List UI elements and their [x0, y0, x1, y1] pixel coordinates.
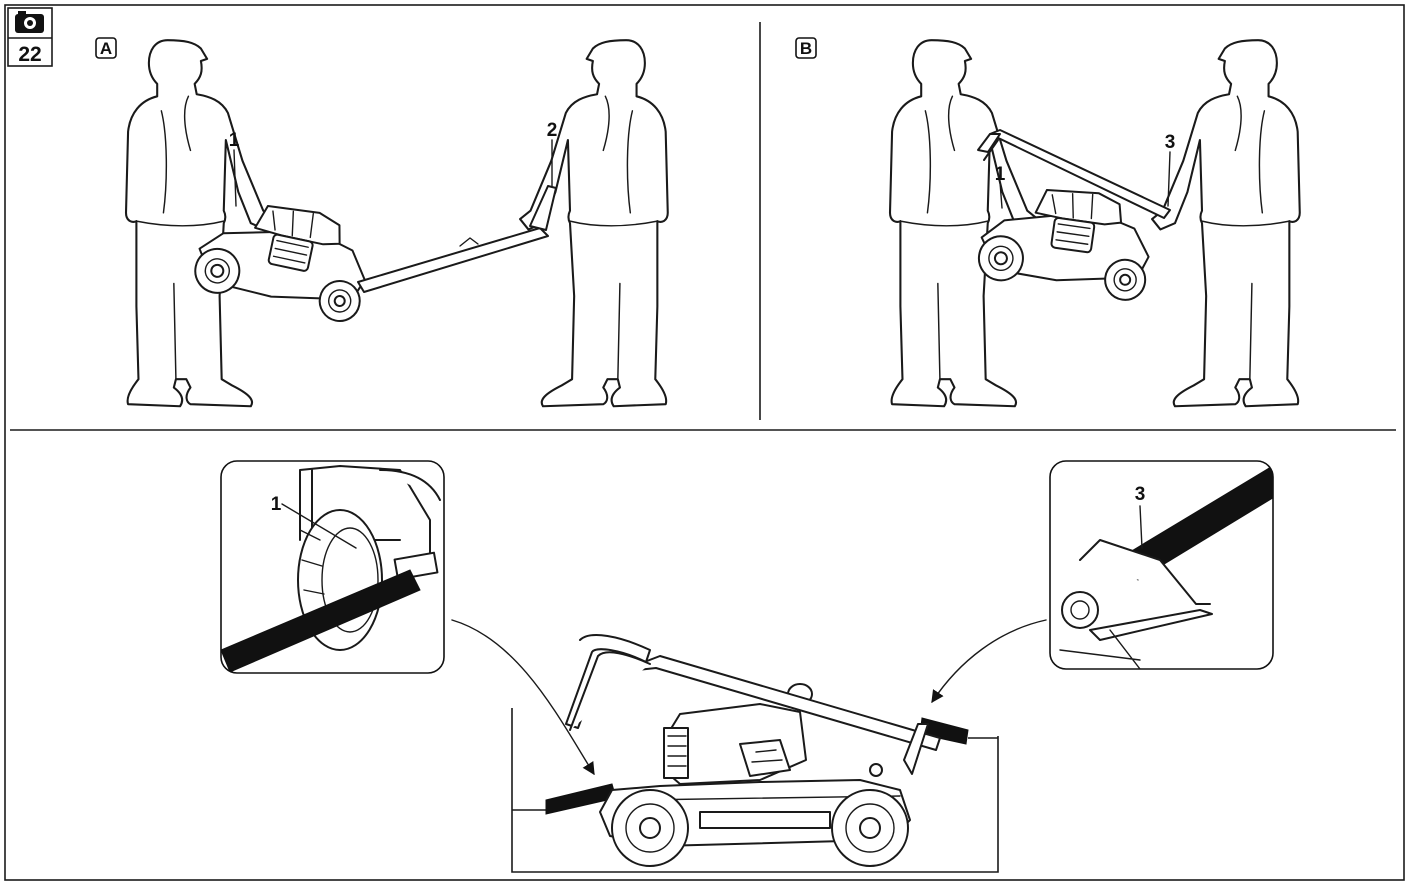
callout-b-1: 1 — [995, 164, 1006, 185]
panel-a-label: A — [100, 39, 112, 58]
callout-detail-3: 3 — [1135, 484, 1146, 505]
mower-handle-a — [357, 227, 549, 293]
arrow-right-detail — [931, 619, 1047, 704]
callout-a-2: 2 — [547, 120, 558, 141]
figure-number: 22 — [18, 43, 41, 66]
figure-badge: 22 — [7, 7, 53, 67]
detail-inset-right: 3 — [1049, 460, 1274, 670]
callout-detail-1: 1 — [271, 494, 282, 515]
detail-inset-left: 1 — [220, 460, 445, 674]
mower-handle-b — [989, 129, 1171, 219]
panel-b-label: B — [800, 39, 812, 58]
arrow-left-detail — [451, 619, 595, 776]
callout-b-3: 3 — [1165, 132, 1176, 153]
mower-side-view — [565, 634, 941, 867]
panel-a: A 1 2 — [95, 37, 668, 408]
figure-border — [4, 4, 1405, 881]
camera-icon — [15, 11, 44, 33]
detail-section: 1 3 — [220, 460, 1274, 873]
person-left-carrier-a — [124, 39, 275, 408]
callout-a-1: 1 — [229, 130, 240, 151]
panel-b: B 1 3 — [795, 37, 1300, 408]
ground-frame — [511, 708, 999, 873]
person-right-carrier-b — [1152, 40, 1300, 406]
